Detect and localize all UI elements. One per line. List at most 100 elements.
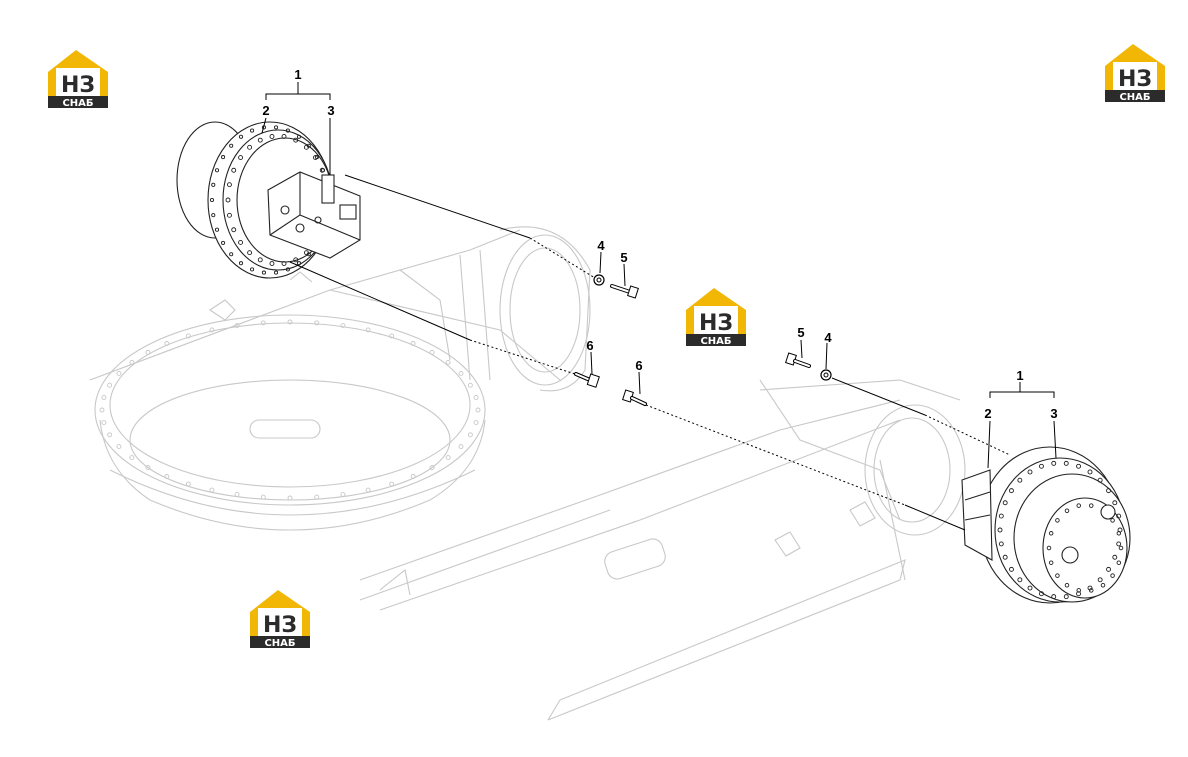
bolt-hole (1118, 545, 1124, 551)
bolt-hole (287, 495, 293, 501)
logo-letters: НЗ (699, 311, 733, 336)
bolt-hole (145, 349, 151, 355)
assembly-lines (289, 174, 1011, 531)
bolt-hole (475, 407, 481, 413)
bolt-hole (410, 474, 416, 479)
logo-window (56, 68, 100, 96)
right-travel-motor (961, 446, 1131, 604)
bolt-hole (467, 432, 473, 438)
bolt-hole (306, 252, 311, 257)
bolt-hole (997, 527, 1003, 533)
bolt-hole (225, 197, 231, 203)
bolt-hole (1106, 566, 1111, 572)
logo-window (1113, 62, 1157, 90)
bolt-hole (314, 155, 319, 160)
bolt-hole (211, 213, 216, 218)
bolt-hole (1076, 463, 1081, 469)
bolt-hole (227, 212, 232, 218)
bolt-hole (293, 257, 299, 263)
bolt-hole (1112, 554, 1118, 560)
bolt-hole (1002, 500, 1008, 506)
bolt-hole (214, 168, 220, 173)
bolt-hole (998, 541, 1004, 547)
bolt-hole (238, 134, 244, 139)
bolt-hole (1055, 573, 1060, 578)
bolt-hole (1009, 566, 1014, 572)
bolt-hole (107, 432, 113, 438)
callout-labels: 1 2 3 4 5 6 6 5 4 1 2 3 (262, 67, 1057, 421)
bolt-hole (467, 382, 473, 388)
bolt-hole (250, 267, 255, 272)
bolt-hole (1100, 582, 1106, 588)
bolt-hole (238, 261, 244, 266)
bolt-hole (1027, 585, 1033, 591)
bolt-hole (287, 319, 293, 325)
bolt-hole (1064, 508, 1070, 514)
bolt-hole (458, 370, 464, 376)
logo-word: СНАБ (62, 98, 93, 109)
bolt-hole (1106, 488, 1111, 494)
bolt-hole (1017, 477, 1023, 483)
logo-letters: НЗ (1118, 67, 1152, 92)
logo-word: СНАБ (700, 336, 731, 347)
left-bolt (610, 284, 639, 299)
bolt-hole (99, 407, 105, 413)
bolt-hole (1076, 588, 1081, 593)
bolt-hole (1116, 541, 1122, 547)
logo-letters: НЗ (61, 73, 95, 98)
bolt-hole (274, 270, 279, 275)
bolt-hole (247, 144, 253, 150)
bolt-hole (1116, 513, 1122, 519)
bolt-hole (247, 250, 253, 256)
bolt-hole (1110, 518, 1115, 523)
bolt-hole (306, 143, 311, 148)
bolt-hole (1064, 582, 1070, 588)
bolt-hole (389, 481, 395, 487)
bolt-hole (221, 240, 226, 245)
right-washer (820, 369, 832, 381)
bolt-hole (129, 455, 135, 461)
bolt-hole (257, 257, 263, 263)
logo-plate (250, 636, 310, 648)
bolt-hole (1063, 460, 1069, 466)
bolt-hole (231, 167, 237, 173)
bolt-hole (1097, 477, 1103, 483)
bolt-hole (260, 494, 266, 500)
bolt-hole (1087, 585, 1093, 591)
left-travel-motor (176, 121, 361, 279)
bolt-hole (410, 341, 416, 346)
center-screw (622, 389, 647, 406)
bolt-hole (285, 128, 290, 133)
leader-lines (261, 82, 1057, 469)
bolt-hole (1089, 588, 1094, 593)
bolt-hole (473, 395, 479, 400)
right-bolt (785, 352, 811, 368)
callout-left-part-b: 3 (327, 103, 334, 118)
bolt-hole (221, 155, 226, 160)
left-washer (593, 274, 605, 286)
bolt-hole (238, 155, 244, 161)
callout-right-assembly: 1 (1016, 368, 1023, 383)
bolt-hole (1048, 560, 1054, 565)
bolt-hole (1063, 594, 1069, 600)
bolt-hole (238, 239, 244, 245)
bolt-hole (145, 465, 151, 471)
bolt-hole (250, 128, 255, 133)
callout-left-washer: 4 (597, 238, 605, 253)
logo-plate (686, 334, 746, 346)
callout-right-part-b: 3 (1050, 406, 1057, 421)
bolt-hole (260, 320, 266, 326)
bolt-hole (1048, 531, 1054, 536)
bolt-hole (1002, 554, 1008, 560)
callout-left-part-a: 2 (262, 103, 269, 118)
bolt-hole (1112, 500, 1118, 506)
bolt-hole (1051, 460, 1057, 466)
bolt-hole (296, 134, 302, 139)
bolt-hole (234, 491, 240, 497)
bolt-hole (1116, 531, 1122, 536)
bolt-hole (1027, 469, 1033, 475)
bolt-hole (281, 134, 287, 139)
callout-right-washer: 4 (824, 330, 832, 345)
